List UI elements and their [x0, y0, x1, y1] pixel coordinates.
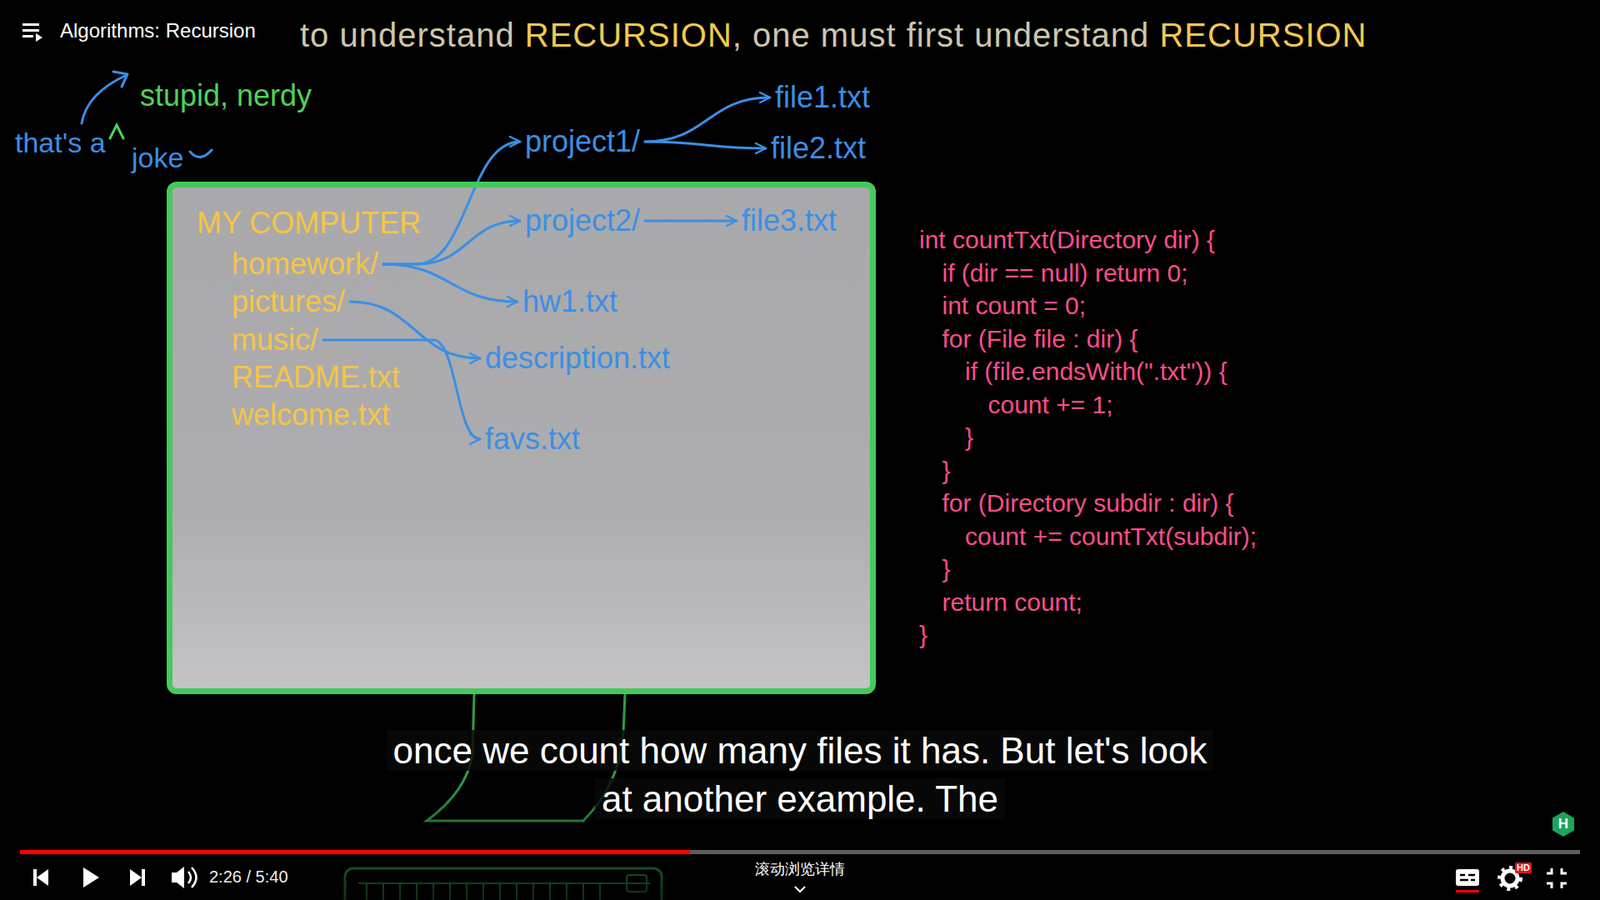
- next-icon: [130, 869, 142, 886]
- captions-lines: [1460, 875, 1475, 880]
- heading-part: to understand: [300, 16, 525, 54]
- node-label: favs.txt: [485, 420, 580, 458]
- insert-caret: [110, 125, 124, 139]
- tree-arrow: [350, 301, 480, 359]
- node-label: pictures/: [231, 283, 345, 320]
- node-label: hw1.txt: [522, 283, 618, 320]
- subtitle: once we count how many files it has. But…: [386, 730, 1215, 820]
- node-label: file2.txt: [770, 130, 866, 167]
- screen-fill: [170, 185, 872, 690]
- code-line: int count = 0;: [942, 290, 1087, 321]
- menu-line: [22, 23, 40, 26]
- file-node: file2.txt: [770, 130, 866, 167]
- folder-entry: pictures/: [231, 283, 345, 320]
- handwritten-note: joke: [131, 140, 184, 175]
- node-label: project1/: [525, 123, 640, 160]
- prev-bar: [33, 869, 37, 886]
- smiley: [190, 150, 212, 158]
- file-node: file1.txt: [775, 79, 870, 116]
- tree-arrow: [645, 97, 770, 142]
- file-node: hw1.txt: [522, 283, 618, 320]
- progress-track: [20, 850, 1580, 855]
- code-line: }: [919, 620, 928, 650]
- menu-icon: [22, 23, 43, 42]
- node-heading: MY COMPUTER: [196, 205, 421, 242]
- scroll-hint: 滚动浏览详情: [755, 860, 845, 879]
- code-line: if (dir == null) return 0;: [942, 258, 1189, 289]
- captions-icon: [1455, 869, 1480, 886]
- handwritten-note: that's a: [15, 125, 106, 160]
- code-line: for (Directory subdir : dir) {: [942, 488, 1235, 519]
- tree-arrow: [383, 141, 520, 265]
- node-label: description.txt: [485, 340, 670, 377]
- chevron-down: [795, 886, 805, 892]
- folder-entry: music/: [231, 321, 319, 359]
- next-bar: [141, 869, 145, 886]
- file-entry: welcome.txt: [231, 396, 390, 434]
- hd-badge: HD: [1515, 862, 1532, 874]
- folder-node: project1/: [525, 123, 640, 160]
- menu-play: [35, 33, 43, 42]
- tree-arrow: [645, 141, 766, 149]
- channel-logo-shape: [1552, 811, 1575, 837]
- code-line: }: [942, 455, 951, 486]
- heading: to understand RECURSION, one must first …: [300, 15, 1368, 55]
- node-label: welcome.txt: [231, 396, 390, 434]
- volume-wave: [191, 867, 197, 888]
- progress-played: [20, 850, 690, 855]
- code-line: count += countTxt(subdir);: [965, 521, 1257, 552]
- volume-icon: [171, 866, 185, 889]
- file-entry: README.txt: [231, 359, 400, 396]
- channel-logo: H: [1558, 815, 1569, 834]
- exit-fullscreen: [1546, 868, 1567, 889]
- folder-entry: homework/: [231, 245, 379, 283]
- node-label: project2/: [525, 202, 640, 240]
- handwritten-note: stupid, nerdy: [140, 77, 312, 114]
- code-line: if (file.endsWith(".txt")) {: [965, 356, 1228, 387]
- tree-arrow: [645, 220, 737, 223]
- node-label: homework/: [231, 245, 379, 283]
- prev-icon: [36, 869, 49, 886]
- time-display: 2:26 / 5:40: [209, 866, 289, 887]
- node-label: music/: [231, 321, 319, 359]
- heading-part: RECURSION: [525, 16, 733, 54]
- player-controls: [33, 811, 1575, 893]
- tree-arrow: [383, 264, 518, 302]
- arrow-shaft: [81, 75, 127, 124]
- menu-line: [22, 35, 34, 38]
- file-node: description.txt: [485, 340, 670, 377]
- code-line: int countTxt(Directory dir) {: [919, 225, 1215, 255]
- file-node: favs.txt: [485, 420, 580, 458]
- code-line: for (File file : dir) {: [942, 324, 1139, 355]
- subtitle-area: once we count how many files it has. But…: [383, 726, 1217, 824]
- arrow-head: [113, 71, 128, 87]
- volume-wave: [188, 871, 191, 884]
- file-node: file3.txt: [741, 202, 837, 240]
- code-line: return count;: [942, 587, 1083, 618]
- code-line: }: [965, 422, 974, 453]
- heading-part: , one must first understand: [732, 16, 1160, 54]
- menu-line: [22, 29, 40, 32]
- code-line: count += 1;: [988, 390, 1114, 420]
- heading-part: RECURSION: [1159, 16, 1367, 54]
- node-label: file1.txt: [775, 79, 870, 116]
- node-label: file3.txt: [741, 202, 837, 240]
- video-title: Algorithms: Recursion: [60, 18, 256, 43]
- code-line: }: [942, 554, 951, 585]
- play-icon: [83, 867, 100, 888]
- node-label: README.txt: [231, 359, 400, 396]
- captions-on: [1455, 890, 1480, 893]
- folder-node: project2/: [525, 202, 640, 240]
